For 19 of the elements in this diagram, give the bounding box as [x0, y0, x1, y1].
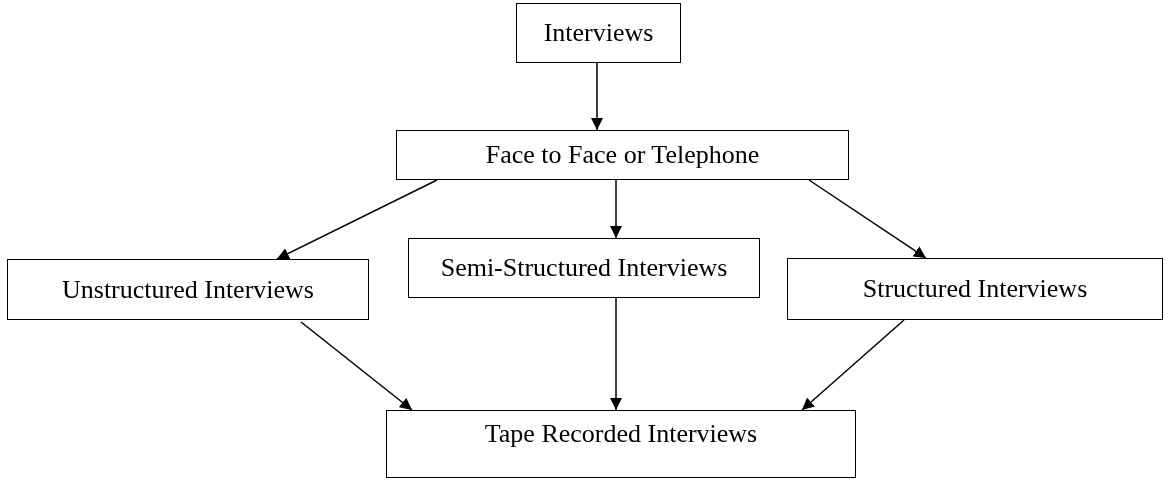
process-box: [7, 259, 369, 320]
box-label: Tape Recorded Interviews: [484, 419, 758, 449]
arrow: [610, 297, 622, 411]
arrow: [801, 319, 905, 411]
arrow: [610, 179, 622, 239]
process-box: [408, 238, 760, 298]
arrow: [300, 321, 413, 411]
box-label: Structured Interviews: [862, 274, 1088, 304]
box-label: Interviews: [543, 18, 654, 48]
arrow: [808, 179, 927, 259]
process-box: [787, 258, 1163, 320]
box-label: Face to Face or Telephone: [485, 140, 760, 170]
arrow: [591, 62, 603, 131]
box-label: Unstructured Interviews: [62, 274, 314, 305]
process-box: [396, 130, 849, 180]
arrow: [276, 179, 438, 260]
process-box: [386, 410, 856, 478]
box-label: Semi-Structured Interviews: [440, 253, 728, 283]
process-box: [516, 3, 681, 63]
